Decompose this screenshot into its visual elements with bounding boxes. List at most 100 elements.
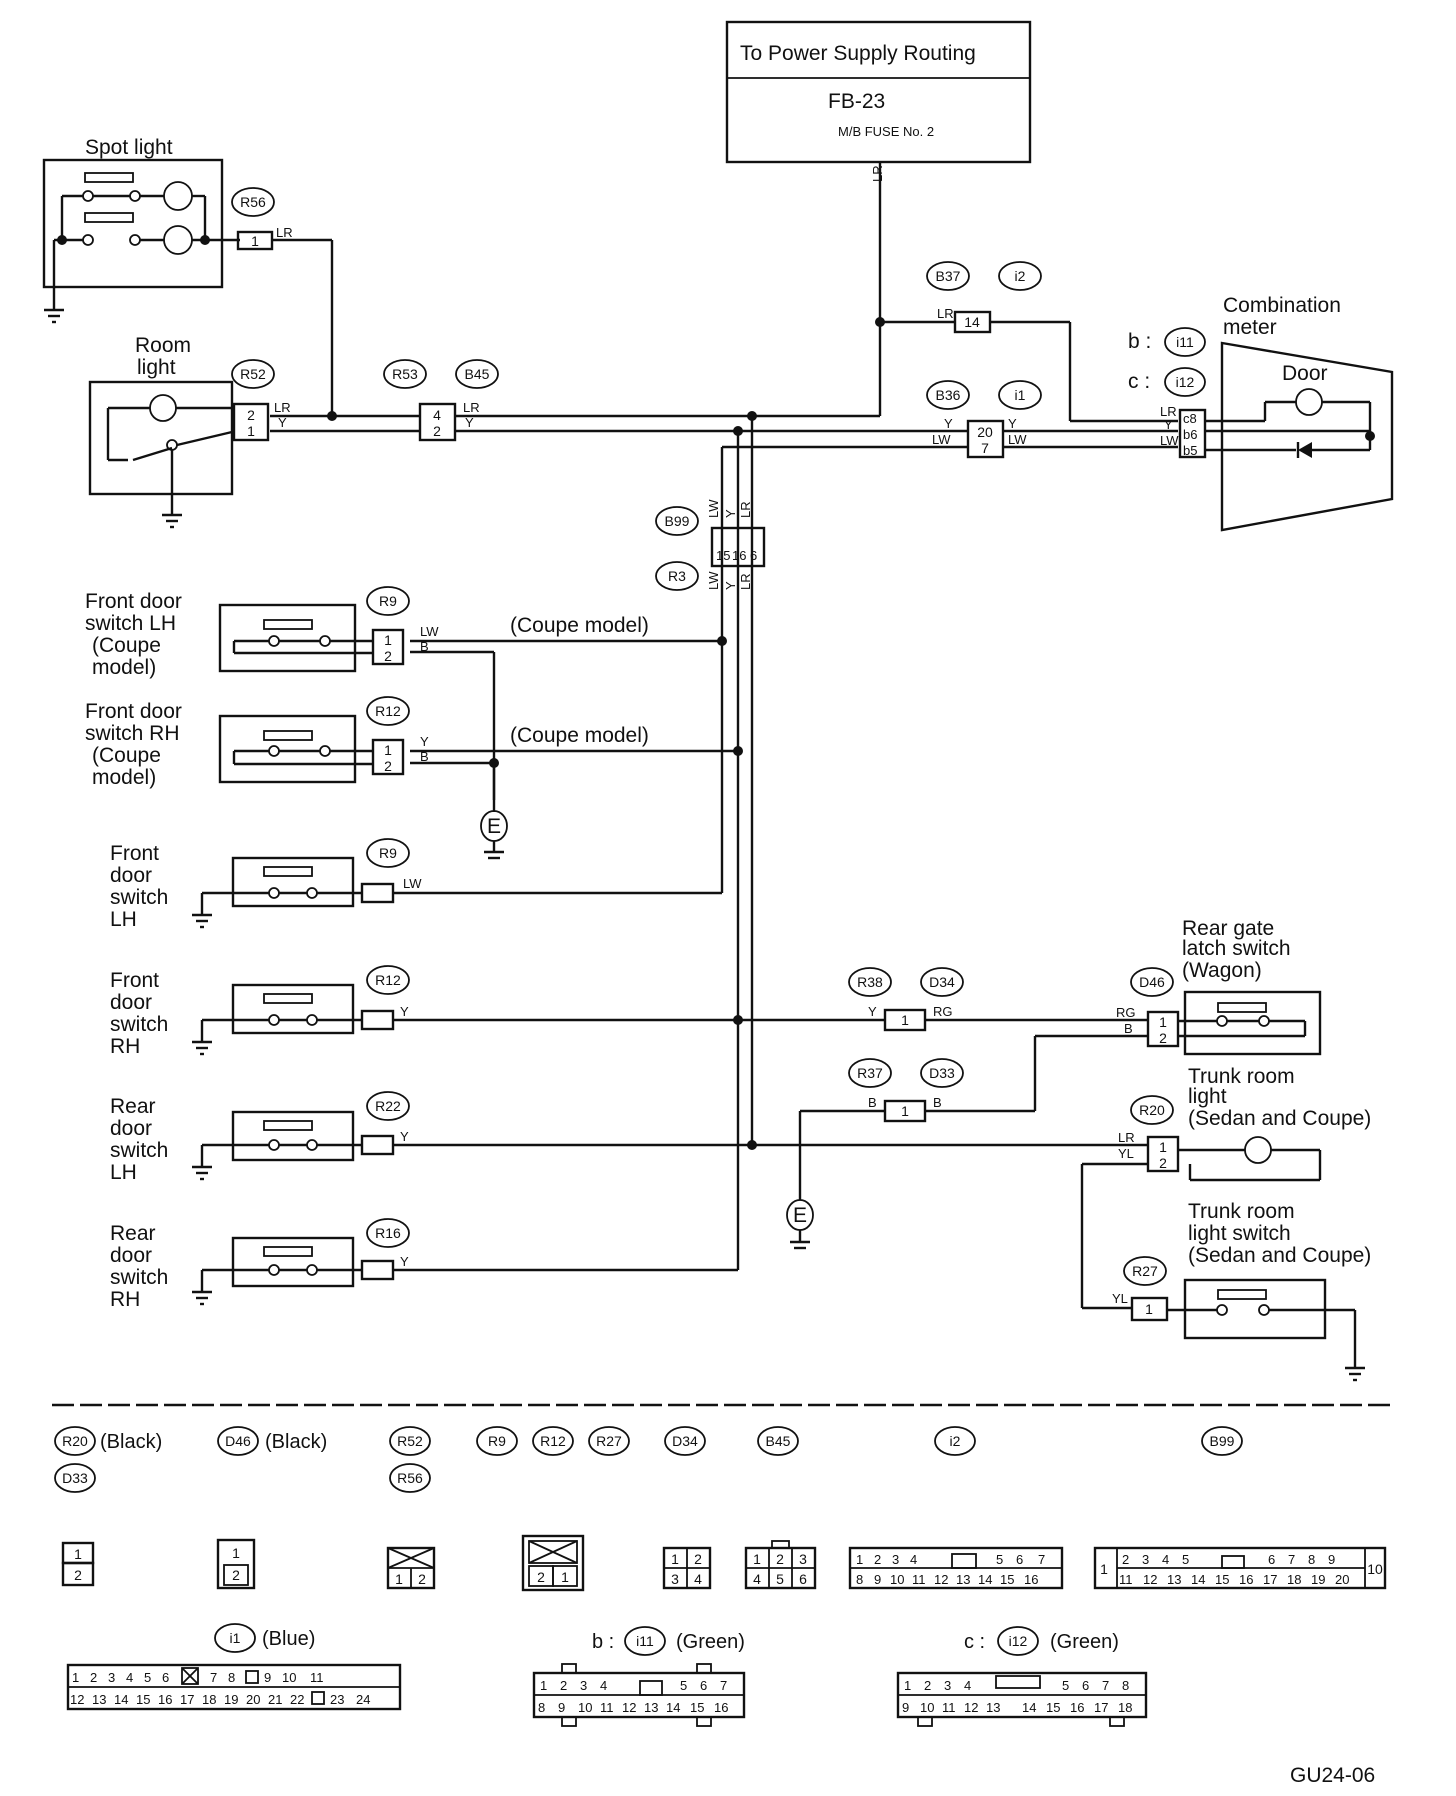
room-light-label-2: light — [137, 356, 176, 379]
svg-text:11: 11 — [310, 1670, 324, 1685]
svg-text:1: 1 — [671, 1551, 679, 1567]
svg-text:Y: Y — [400, 1254, 409, 1269]
svg-text:LR: LR — [463, 400, 480, 415]
svg-text:14: 14 — [978, 1572, 992, 1587]
svg-text:Rear: Rear — [110, 1222, 156, 1245]
svg-text:B: B — [933, 1095, 942, 1110]
spot-light: Spot light — [42, 136, 240, 310]
svg-text:LW: LW — [420, 624, 439, 639]
svg-text:door: door — [110, 864, 152, 887]
svg-text:R12: R12 — [375, 703, 401, 719]
svg-text:E: E — [793, 1204, 807, 1227]
svg-text:8: 8 — [856, 1572, 863, 1587]
svg-text:Front: Front — [110, 842, 159, 865]
svg-text:1: 1 — [384, 632, 392, 648]
svg-text:16: 16 — [1070, 1700, 1084, 1715]
svg-text:11: 11 — [912, 1572, 926, 1587]
svg-text:1: 1 — [232, 1545, 240, 1561]
svg-text:Front door: Front door — [85, 590, 182, 613]
connector-R3: R3 — [668, 568, 686, 584]
connector-i11: i11 — [1176, 334, 1194, 350]
svg-text:20: 20 — [246, 1692, 260, 1707]
spot-light-label: Spot light — [85, 136, 173, 159]
svg-text:(Wagon): (Wagon) — [1182, 959, 1262, 982]
svg-text:LR: LR — [738, 501, 753, 518]
svg-text:1: 1 — [540, 1678, 547, 1693]
svg-text:Y: Y — [868, 1004, 877, 1019]
svg-text:2: 2 — [537, 1569, 545, 1585]
combination-meter: Combination meter Door c8 b6 b5 b : i11 … — [1128, 294, 1394, 532]
room-light-label-1: Room — [135, 334, 191, 357]
svg-text:(Green): (Green) — [1050, 1631, 1119, 1653]
svg-text:b :: b : — [592, 1631, 614, 1653]
svg-text:Trunk room: Trunk room — [1188, 1065, 1295, 1088]
svg-text:1: 1 — [1159, 1139, 1167, 1155]
svg-text:R9: R9 — [379, 593, 397, 609]
svg-text:15: 15 — [690, 1700, 704, 1715]
svg-text:4: 4 — [1162, 1552, 1169, 1567]
svg-text:2: 2 — [1159, 1155, 1167, 1171]
svg-text:switch: switch — [110, 886, 168, 909]
svg-text:2: 2 — [384, 648, 392, 664]
svg-text:switch LH: switch LH — [85, 612, 176, 635]
svg-text:14: 14 — [1191, 1572, 1205, 1587]
svg-text:6: 6 — [1268, 1552, 1275, 1567]
svg-text:16: 16 — [732, 548, 746, 563]
svg-text:4: 4 — [964, 1678, 971, 1693]
svg-text:LR: LR — [1118, 1130, 1135, 1145]
svg-text:7: 7 — [1038, 1552, 1045, 1567]
svg-text:2: 2 — [1122, 1552, 1129, 1567]
svg-text:door: door — [110, 1244, 152, 1267]
svg-text:9: 9 — [1328, 1552, 1335, 1567]
svg-text:RH: RH — [110, 1288, 140, 1311]
svg-text:16: 16 — [714, 1700, 728, 1715]
wc-meter-y: Y — [1164, 417, 1173, 432]
svg-text:6: 6 — [799, 1571, 807, 1587]
coupe-model-note-1: (Coupe model) — [510, 614, 649, 637]
svg-text:R20: R20 — [1139, 1102, 1165, 1118]
connector-R53: R53 — [392, 366, 418, 382]
svg-text:R16: R16 — [375, 1225, 401, 1241]
svg-text:switch RH: switch RH — [85, 722, 180, 745]
svg-text:10: 10 — [890, 1572, 904, 1587]
svg-text:7: 7 — [720, 1678, 727, 1693]
svg-text:16: 16 — [1024, 1572, 1038, 1587]
svg-text:D33: D33 — [929, 1065, 955, 1081]
svg-text:2: 2 — [384, 758, 392, 774]
svg-text:17: 17 — [1094, 1700, 1108, 1715]
svg-text:(Blue): (Blue) — [262, 1628, 315, 1650]
svg-text:15: 15 — [1215, 1572, 1229, 1587]
svg-text:19: 19 — [1311, 1572, 1325, 1587]
legend-connector-ids: R20 (Black) D33 D46 (Black) R52 R56 R9 R… — [54, 1426, 1243, 1493]
svg-text:3: 3 — [892, 1552, 899, 1567]
svg-text:12: 12 — [1143, 1572, 1157, 1587]
legend-i12: c : i12 (Green) 1 2 3 4 5 6 7 8 9 10 11 … — [896, 1626, 1148, 1727]
trunk-room-light-switch: Trunk room light switch (Sedan and Coupe… — [1112, 1200, 1371, 1382]
svg-text:2: 2 — [418, 1571, 426, 1587]
svg-text:9: 9 — [902, 1700, 909, 1715]
svg-text:3: 3 — [944, 1678, 951, 1693]
svg-text:2: 2 — [694, 1551, 702, 1567]
r38-d34-connector: R38 D34 1 Y RG — [848, 967, 964, 1032]
svg-text:9: 9 — [558, 1700, 565, 1715]
svg-text:2: 2 — [74, 1567, 82, 1583]
svg-text:6: 6 — [1016, 1552, 1023, 1567]
svg-text:(Green): (Green) — [676, 1631, 745, 1653]
svg-text:(Coupe: (Coupe — [92, 634, 161, 657]
svg-text:B: B — [420, 749, 429, 764]
svg-text:LR: LR — [738, 573, 753, 590]
door-label: Door — [1282, 362, 1328, 385]
svg-text:R12: R12 — [540, 1433, 566, 1449]
svg-text:16: 16 — [158, 1692, 172, 1707]
svg-text:1: 1 — [904, 1678, 911, 1693]
svg-text:Trunk room: Trunk room — [1188, 1200, 1295, 1223]
upper-connectors: R56 1 LR R52 2 1 LR Y R53 B45 4 2 LR Y B… — [231, 187, 1042, 591]
svg-text:9: 9 — [264, 1670, 271, 1685]
svg-text:7: 7 — [981, 440, 989, 456]
svg-text:15: 15 — [136, 1692, 150, 1707]
svg-text:14: 14 — [964, 314, 980, 330]
meter-c-prefix: c : — [1128, 370, 1150, 393]
svg-text:2: 2 — [776, 1551, 784, 1567]
svg-text:10: 10 — [578, 1700, 592, 1715]
connector-i2: i2 — [1015, 268, 1026, 284]
